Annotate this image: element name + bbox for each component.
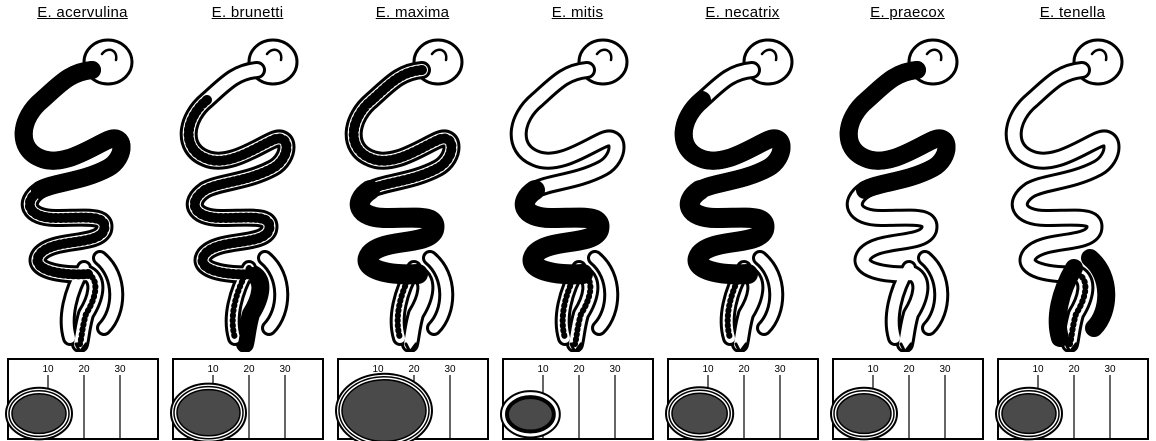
oocyst-body (1002, 394, 1056, 434)
oocyst-body (837, 394, 891, 434)
species-column: E. tenella 10 20 30 (990, 0, 1155, 441)
intestine-lesion-diagram (660, 32, 825, 352)
scale-tick-label: 20 (243, 364, 255, 375)
scale-tick-label: 30 (774, 364, 786, 375)
scale-tick-label: 10 (1032, 364, 1044, 375)
species-column: E. acervulina 10 20 30 (0, 0, 165, 441)
species-title: E. brunetti (165, 4, 330, 21)
lesion-solid (24, 100, 122, 190)
oocyst-size-diagram: 10 20 30 (495, 355, 660, 441)
oocyst-body (12, 394, 66, 434)
scale-tick-label: 10 (867, 364, 879, 375)
scale-tick-label: 30 (444, 364, 456, 375)
scale-tick-label: 20 (738, 364, 750, 375)
scale-tick-label: 30 (939, 364, 951, 375)
oocyst-body (342, 380, 426, 441)
oocyst-size-diagram: 10 20 30 (0, 355, 165, 441)
scale-tick-label: 30 (1104, 364, 1116, 375)
oocyst-size-diagram: 10 20 30 (825, 355, 990, 441)
scale-tick-label: 30 (279, 364, 291, 375)
species-column: E. brunetti 10 20 30 (165, 0, 330, 441)
species-title: E. maxima (330, 4, 495, 21)
oocyst-body (672, 393, 727, 433)
intestine-lesion-diagram (0, 32, 165, 352)
oocyst-size-diagram: 10 20 30 (165, 355, 330, 441)
lesion-solid (849, 100, 947, 190)
species-column: E. mitis 10 20 30 (495, 0, 660, 441)
oocyst-size-diagram: 10 20 30 (990, 355, 1155, 441)
scale-tick-label: 30 (114, 364, 126, 375)
species-title: E. praecox (825, 4, 990, 21)
scale-tick-label: 10 (42, 364, 54, 375)
scale-tick-label: 10 (207, 364, 219, 375)
species-title: E. acervulina (0, 4, 165, 21)
oocyst-body (177, 390, 240, 436)
scale-tick-label: 20 (903, 364, 915, 375)
scale-tick-label: 10 (702, 364, 714, 375)
species-column: E. praecox 10 20 30 (825, 0, 990, 441)
oocyst-size-diagram: 10 20 30 (660, 355, 825, 441)
scale-tick-label: 30 (609, 364, 621, 375)
species-title: E. necatrix (660, 4, 825, 21)
species-column: E. necatrix 10 20 30 (660, 0, 825, 441)
intestine-lesion-diagram (330, 32, 495, 352)
intestine-lesion-diagram (990, 32, 1155, 352)
intestine-lesion-diagram (165, 32, 330, 352)
species-title: E. tenella (990, 4, 1155, 21)
oocyst-body (507, 397, 554, 431)
scale-tick-label: 20 (408, 364, 420, 375)
scale-tick-label: 10 (537, 364, 549, 375)
species-title: E. mitis (495, 4, 660, 21)
scale-tick-label: 20 (1068, 364, 1080, 375)
scale-tick-label: 20 (573, 364, 585, 375)
intestine-lesion-diagram (495, 32, 660, 352)
lesion-solid (684, 100, 782, 190)
scale-tick-label: 20 (78, 364, 90, 375)
intestine-lesion-diagram (825, 32, 990, 352)
